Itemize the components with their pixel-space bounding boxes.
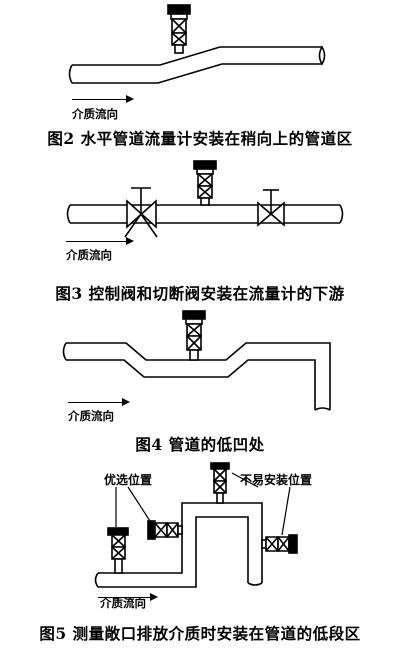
fig4-flow-arrow [68,398,130,407]
fig3-flow-arrow [66,237,134,246]
fig2-flow-label: 介质流向 [72,107,118,121]
fig4-flow-label: 介质流向 [68,409,114,423]
fig5-preferred-flowmeter-vertical-icon [107,527,129,574]
fig3-flowmeter-icon [193,160,217,206]
fig3-caption: 图3 控制阀和切断阀安装在流量计的下游 [55,284,345,303]
fig5-pipe [94,502,263,588]
fig2-flowmeter-icon [167,4,191,54]
fig5-preferred-flowmeter-horizontal-icon [147,520,183,540]
fig4-diagram [62,310,331,411]
fig5-bad-flowmeter-top-icon [210,462,230,504]
fig3-diagram [66,160,344,238]
fig2-diagram [68,4,326,84]
fig3-control-valve-icon [124,187,158,238]
fig3-pipe [66,204,344,224]
fig4-caption: 图4 管道的低凹处 [135,435,265,454]
fig2-pipe [68,45,326,84]
fig2-caption: 图2 水平管道流量计安装在稍向上的管道区 [47,129,353,148]
fig4-flowmeter-icon [182,310,206,361]
fig5-flow-arrow [98,593,158,602]
fig3-shutoff-valve-icon [257,189,285,227]
fig3-flow-label: 介质流向 [66,248,112,262]
fig5-diagram [94,462,298,588]
fig5-bad-label: 不易安装位置 [240,473,313,487]
fig5-flow-label: 介质流向 [100,596,146,610]
fig5-preferred-label: 优选位置 [104,473,153,487]
fig2-flow-arrow [72,95,134,104]
fig4-pipe [62,342,331,411]
fig5-leader-lines [115,472,291,536]
fig5-bad-flowmeter-right-icon [261,534,298,554]
fig5-caption: 图5 测量敞口排放介质时安装在管道的低段区 [39,624,361,643]
